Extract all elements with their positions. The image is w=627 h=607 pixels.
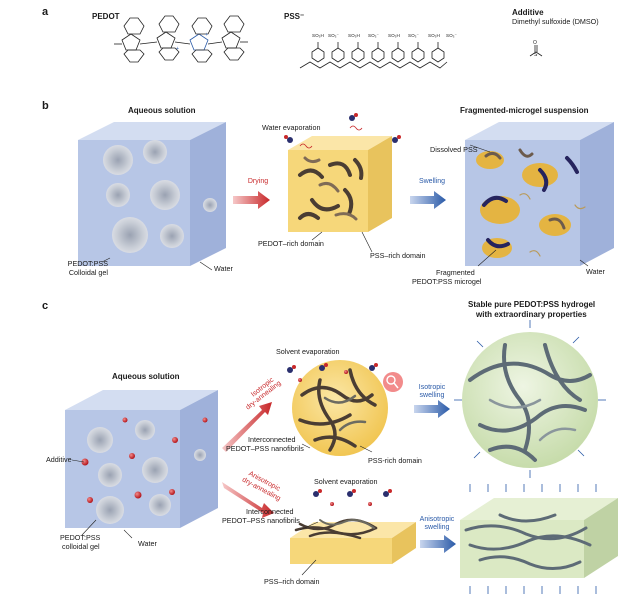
fragmented-label: Fragmented [436, 268, 475, 277]
additive-title: Additive [512, 8, 544, 17]
drying-arrow [233, 191, 270, 209]
colloidal-gel-label-c: colloidal gel [62, 542, 100, 551]
anisotropic-swell-label-2: swelling [424, 524, 450, 531]
colloidal-gel [143, 140, 167, 164]
isotropic-swelling-arrow [414, 400, 450, 418]
aqueous-solution-c-title: Aqueous solution [112, 372, 180, 381]
pss-label: PSS⁻ [284, 12, 305, 21]
so3-label: SO₃H [312, 33, 324, 38]
colloidal-gel [150, 180, 180, 210]
evaporating-molecules-c2 [313, 489, 392, 506]
isotropic-hydrogel-sphere [454, 320, 606, 478]
solvent-evaporation-label-2: Solvent evaporation [314, 477, 378, 486]
fragmented-suspension-title: Fragmented-microgel suspension [460, 106, 589, 115]
solvent-evaporation-label-1: Solvent evaporation [276, 347, 340, 356]
colloidal-gel [112, 217, 148, 253]
evaporating-molecules-c1 [287, 363, 378, 382]
pss-rich-domain-label-b: PSS–rich domain [370, 251, 426, 260]
colloidal-gel [87, 427, 113, 453]
fragmented-microgel-label: PEDOT:PSS microgel [412, 277, 482, 286]
pedot-pss-label-c: PEDOT:PSS [60, 533, 101, 542]
svg-text:+: + [176, 46, 179, 52]
colloidal-gel [106, 183, 130, 207]
pss-rich-domain-label-c1: PSS-rich domain [368, 456, 422, 465]
swelling-label-b: Swelling [418, 178, 446, 185]
colloidal-gel [194, 449, 206, 461]
svg-text:O: O [533, 40, 537, 46]
colloidal-gel [203, 198, 217, 212]
interconnected-label-1: Interconnected [248, 435, 296, 444]
dmso-structure: O S [529, 40, 543, 58]
magnifier-badge [383, 372, 403, 392]
colloidal-gel [98, 463, 122, 487]
additive-label: Additive [46, 455, 72, 464]
colloidal-gel [103, 145, 133, 175]
dissolved-pss-label: Dissolved PSS [430, 145, 478, 154]
microgel-cube-b [465, 122, 614, 267]
water-label-b1: Water [214, 264, 233, 273]
pedot-pss-label-b: PEDOT:PSS [67, 259, 108, 268]
colloidal-gel [160, 224, 184, 248]
anisotropic-dry-film [290, 518, 416, 576]
isotropic-dry-arrow [222, 402, 272, 452]
so3-label: SO₃⁻ [408, 33, 419, 38]
so3-label: SO₃⁻ [368, 33, 379, 38]
so3-label: SO₃H [348, 33, 360, 38]
panel-c-label: c [42, 300, 49, 312]
additive-dots [81, 417, 208, 503]
colloidal-gel [142, 457, 168, 483]
svg-text:S: S [534, 52, 538, 58]
svg-text:+: + [205, 32, 208, 38]
anisotropic-hydrogel-slab [460, 484, 618, 594]
anisotropic-dry-arrow [222, 482, 274, 518]
isotropic-dry-sphere [292, 360, 403, 456]
pedot-label: PEDOT [92, 12, 120, 21]
pss-rich-domain-label-c2: PSS–rich domain [264, 577, 320, 586]
dried-film-b [288, 136, 392, 253]
drying-label: Drying [247, 178, 269, 185]
panel-a-label: a [42, 6, 49, 18]
colloidal-gel-label-b: Colloidal gel [68, 268, 108, 277]
pss-structure [299, 42, 448, 69]
pedot-structure: + + [114, 15, 248, 63]
nanofibrils-label-1: PEDOT–PSS nanofibrils [226, 444, 304, 453]
nanofibrils-label-2: PEDOT–PSS nanofibrils [222, 516, 300, 525]
colloidal-gel [96, 496, 124, 524]
so3-label: SO₃⁻ [328, 33, 339, 38]
water-evaporation-label: Water evaporation [262, 123, 321, 132]
swelling-arrow-b [410, 191, 446, 209]
so3-label: SO₃H [388, 33, 400, 38]
anisotropic-swell-label-1: Anisotropic [419, 516, 455, 523]
water-label-c: Water [138, 539, 157, 548]
evaporating-molecules-b [284, 113, 401, 149]
aqueous-cube-c [65, 390, 218, 539]
stable-hydrogel-title-1: Stable pure PEDOT:PSS hydrogel [468, 300, 596, 309]
anisotropic-swelling-arrow [420, 535, 456, 553]
isotropic-swell-label-2: swelling [419, 392, 445, 399]
pedot-rich-domain-label: PEDOT–rich domain [258, 239, 324, 248]
isotropic-swell-label-1: Isotropic [418, 384, 446, 391]
colloidal-gel [149, 494, 171, 516]
so3-label: SO₃H [428, 33, 440, 38]
additive-subtitle: Dimethyl sulfoxide (DMSO) [512, 17, 599, 26]
water-label-b2: Water [586, 267, 605, 276]
colloidal-gel [135, 420, 155, 440]
so3-label: SO₃⁻ [446, 33, 457, 38]
interconnected-label-2: Interconnected [246, 507, 294, 516]
panel-b-label: b [42, 100, 49, 112]
aqueous-solution-b-title: Aqueous solution [128, 106, 196, 115]
aqueous-cube-b [78, 122, 226, 271]
stable-hydrogel-title-2: with extraordinary properties [476, 310, 587, 319]
